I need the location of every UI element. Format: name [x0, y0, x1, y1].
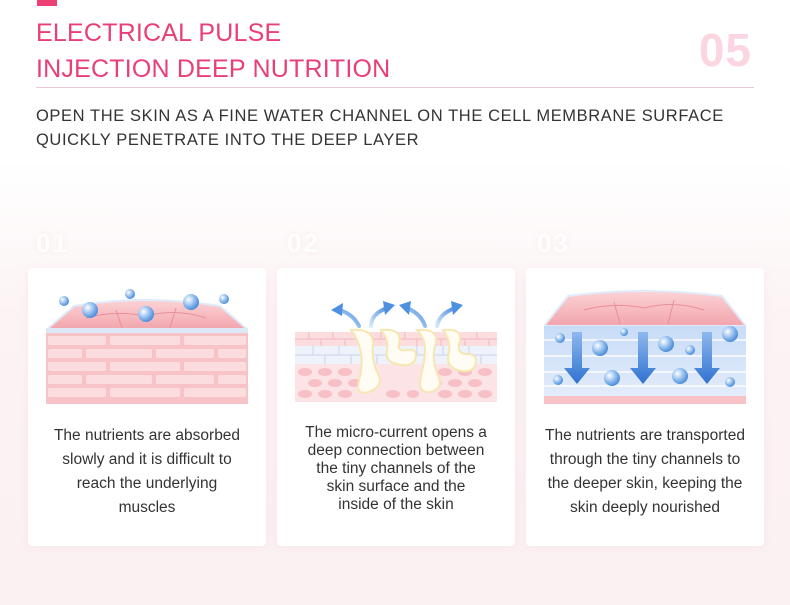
caption-line: muscles [118, 499, 176, 516]
accent-bar [37, 0, 57, 6]
micro-current-channels-illustration [295, 301, 497, 402]
caption-line: The nutrients are transported [545, 427, 745, 444]
caption-line: skin surface and the [326, 478, 466, 495]
caption-line: The micro-current opens a [305, 424, 487, 441]
card-caption: The micro-current opens a deep connectio… [283, 424, 509, 514]
title-line-2: INJECTION DEEP NUTRITION [36, 55, 391, 83]
caption-line: deep connection between [307, 442, 485, 459]
step-number-2: 02 [287, 228, 320, 258]
card-caption: The nutrients are transported through th… [532, 424, 758, 520]
card-deep-nourish: The nutrients are transported through th… [526, 268, 764, 546]
caption-line: the tiny channels of the [316, 460, 476, 477]
title-line-1: ELECTRICAL PULSE [36, 19, 282, 47]
subtitle-line-2: QUICKLY PENETRATE INTO THE DEEP LAYER [36, 131, 420, 149]
section-number: 05 [698, 24, 752, 76]
caption-line: inside of the skin [338, 496, 454, 513]
subtitle: OPEN THE SKIN AS A FINE WATER CHANNEL ON… [36, 104, 724, 152]
step-number-3: 03 [537, 228, 570, 258]
divider [36, 87, 754, 88]
step-number-1: 01 [36, 228, 69, 258]
skin-surface-bubbles-illustration [46, 289, 248, 404]
card-caption: The nutrients are absorbed slowly and it… [34, 424, 260, 520]
deep-nourish-arrows-illustration [544, 290, 746, 404]
card-slow-absorption: The nutrients are absorbed slowly and it… [28, 268, 266, 546]
caption-line: skin deeply nourished [570, 499, 720, 516]
caption-line: The nutrients are absorbed [53, 427, 241, 444]
page-title: ELECTRICAL PULSE INJECTION DEEP NUTRITIO… [36, 15, 390, 87]
card-micro-current: The micro-current opens a deep connectio… [277, 268, 515, 546]
subtitle-line-1: OPEN THE SKIN AS A FINE WATER CHANNEL ON… [36, 107, 724, 125]
caption-line: slowly and it is difficult to [62, 451, 232, 468]
caption-line: reach the underlying [76, 475, 218, 492]
caption-line: through the tiny channels to [549, 451, 741, 468]
caption-line: the deeper skin, keeping the [547, 475, 743, 492]
